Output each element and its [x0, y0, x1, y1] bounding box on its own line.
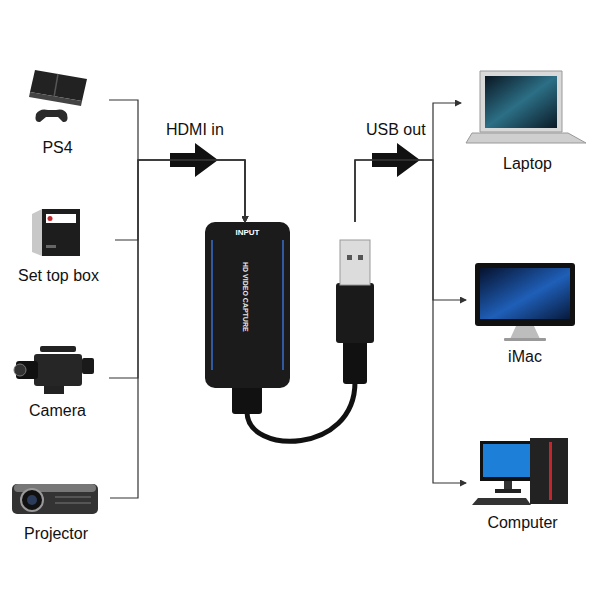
device-caption: Laptop	[461, 155, 594, 173]
device-box: iMac	[466, 258, 584, 366]
device-caption: PS4	[6, 139, 109, 157]
device-print: HD VIDEO CAPTURE	[241, 262, 249, 332]
device-box: Set top box	[2, 200, 115, 285]
laptop-icon	[466, 71, 586, 143]
capture-device-box: INPUT HD VIDEO CAPTURE	[200, 222, 380, 452]
set-top-box-icon	[32, 209, 80, 256]
device-caption: Projector	[2, 525, 110, 543]
port-label: INPUT	[220, 228, 275, 238]
device-caption: iMac	[466, 348, 584, 366]
device-box: Projector	[2, 478, 110, 543]
connector	[110, 160, 245, 498]
connector	[355, 103, 461, 222]
device-box: PS4	[6, 62, 109, 157]
signal-label: USB out	[366, 121, 426, 139]
device-caption: Computer	[466, 514, 579, 532]
connector	[355, 160, 466, 483]
device-box: Camera	[6, 340, 109, 420]
device-box: Computer	[466, 432, 579, 532]
device-caption: Set top box	[2, 267, 115, 285]
capture-device	[205, 222, 374, 441]
connector	[355, 160, 466, 300]
camera-icon	[14, 346, 94, 394]
projector-icon	[12, 484, 98, 514]
device-box: Laptop	[461, 65, 594, 173]
computer-icon	[472, 438, 568, 505]
device-caption: Camera	[6, 402, 109, 420]
signal-label: HDMI in	[166, 121, 224, 139]
imac-icon	[475, 263, 575, 341]
connector	[115, 160, 245, 240]
connector	[109, 160, 245, 378]
connector	[109, 100, 245, 222]
ps4-icon	[29, 70, 87, 122]
